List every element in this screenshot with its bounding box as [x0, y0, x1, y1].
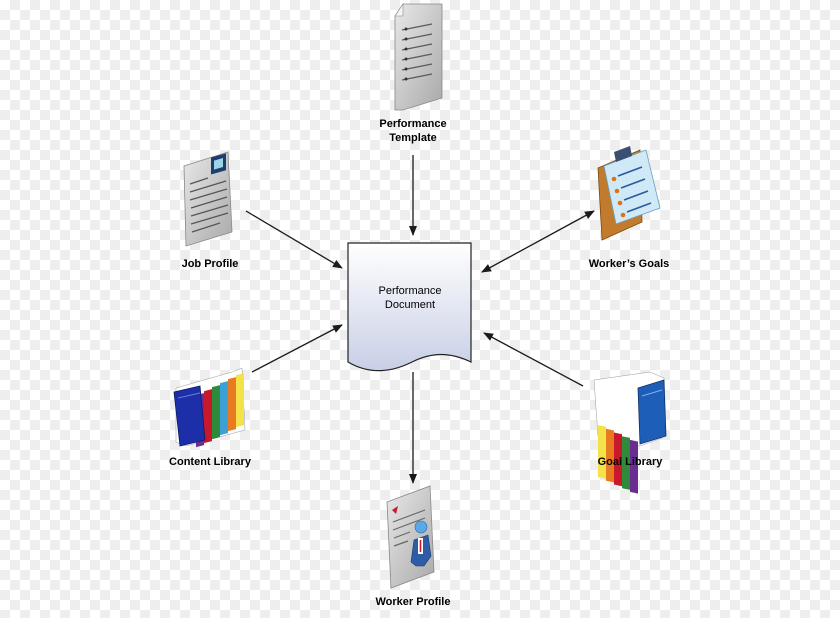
worker-profile-label: Worker Profile: [375, 596, 451, 608]
document-list-icon: [394, 3, 443, 111]
books-icon: [593, 371, 667, 494]
performance-document-label: Performance Document: [348, 284, 472, 312]
performance-document-shape: [347, 242, 472, 372]
performance-template-label: Performance Template: [360, 117, 466, 145]
workers-goals-label: Worker’s Goals: [588, 258, 670, 270]
performance-template-label-line1: Performance: [379, 118, 447, 130]
arrow-document-workers-goals: [481, 210, 595, 273]
checklist-clipboard-icon: [597, 146, 661, 241]
performance-template-label-line2: Template: [389, 132, 437, 144]
arrow-goal-library-to-document: [483, 332, 584, 387]
goal-library-label: Goal Library: [597, 456, 663, 468]
connectors: [245, 155, 595, 484]
content-library-label: Content Library: [169, 456, 251, 468]
performance-document-label-line1: Performance: [378, 285, 442, 297]
worker-profile-document-icon: [386, 485, 435, 589]
job-profile-document-icon: [183, 151, 233, 247]
arrow-job-profile-to-document: [245, 210, 343, 269]
job-profile-label: Job Profile: [181, 258, 239, 270]
arrow-content-library-to-document: [251, 324, 343, 373]
books-icon: [173, 367, 246, 448]
performance-document-label-line2: Document: [384, 299, 436, 311]
